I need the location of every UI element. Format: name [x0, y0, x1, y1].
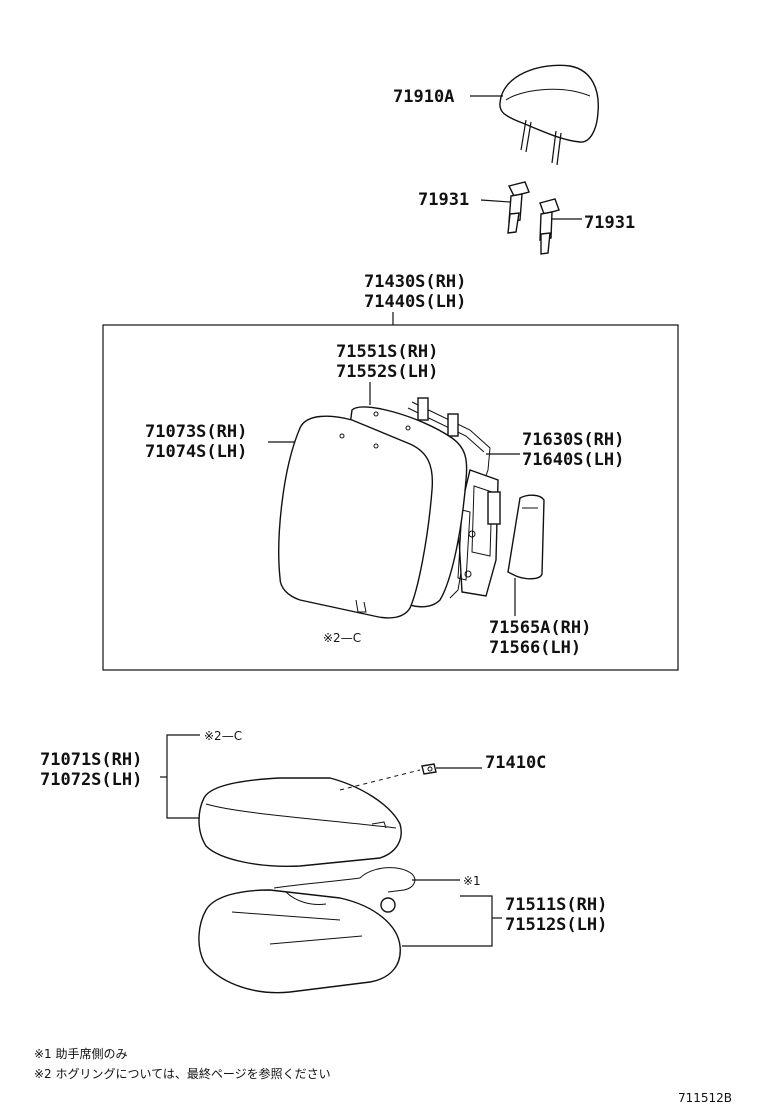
label-board-lh: 71566(LH) — [489, 638, 581, 658]
back-assy-frame — [102, 324, 679, 671]
label-cushion-cover-lh: 71072S(LH) — [40, 770, 142, 790]
label-cushion-rh: 71511S(RH) — [505, 895, 607, 915]
note-2: ※2 ホグリングについては、最終ページを参照ください — [34, 1066, 331, 1081]
label-back-cover-rh: 71073S(RH) — [145, 422, 247, 442]
cushion-pad-drawing — [198, 867, 416, 994]
cushion-cover-drawing — [198, 777, 402, 868]
support-left-drawing — [507, 181, 530, 234]
label-cushion-ref: ※2—C — [204, 729, 242, 743]
label-back-assy-lh: 71440S(LH) — [364, 292, 466, 312]
label-back-pad-lh: 71552S(LH) — [336, 362, 438, 382]
label-cushion-cover-rh: 71071S(RH) — [40, 750, 142, 770]
note-1: ※1 助手席側のみ — [34, 1046, 128, 1061]
label-back-pad-rh: 71551S(RH) — [336, 342, 438, 362]
label-back-ref: ※2—C — [323, 631, 361, 645]
leader-cushion-bracket — [402, 895, 493, 947]
label-back-assy-rh: 71430S(RH) — [364, 272, 466, 292]
label-back-frame-lh: 71640S(LH) — [522, 450, 624, 470]
support-right-drawing — [539, 198, 560, 255]
label-cushion-ref1: ※1 — [463, 874, 481, 888]
label-hog-ring: 71410C — [485, 753, 546, 773]
label-support-right: 71931 — [584, 213, 635, 233]
label-support-left: 71931 — [418, 190, 469, 210]
label-cushion-lh: 71512S(LH) — [505, 915, 607, 935]
back-cover-drawing — [278, 415, 434, 619]
figure-id: 711512B — [678, 1091, 732, 1105]
label-back-cover-lh: 71074S(LH) — [145, 442, 247, 462]
board-drawing — [507, 494, 545, 580]
headrest-drawing — [499, 64, 599, 166]
leader-support-left — [480, 199, 511, 203]
leader-cushion-cover-bracket — [166, 734, 200, 819]
hog-ring-dash — [339, 769, 421, 791]
label-headrest: 71910A — [393, 87, 454, 107]
label-back-frame-rh: 71630S(RH) — [522, 430, 624, 450]
back-frame-drawing — [407, 397, 501, 599]
label-board-rh: 71565A(RH) — [489, 618, 591, 638]
hog-ring-drawing — [421, 763, 437, 775]
